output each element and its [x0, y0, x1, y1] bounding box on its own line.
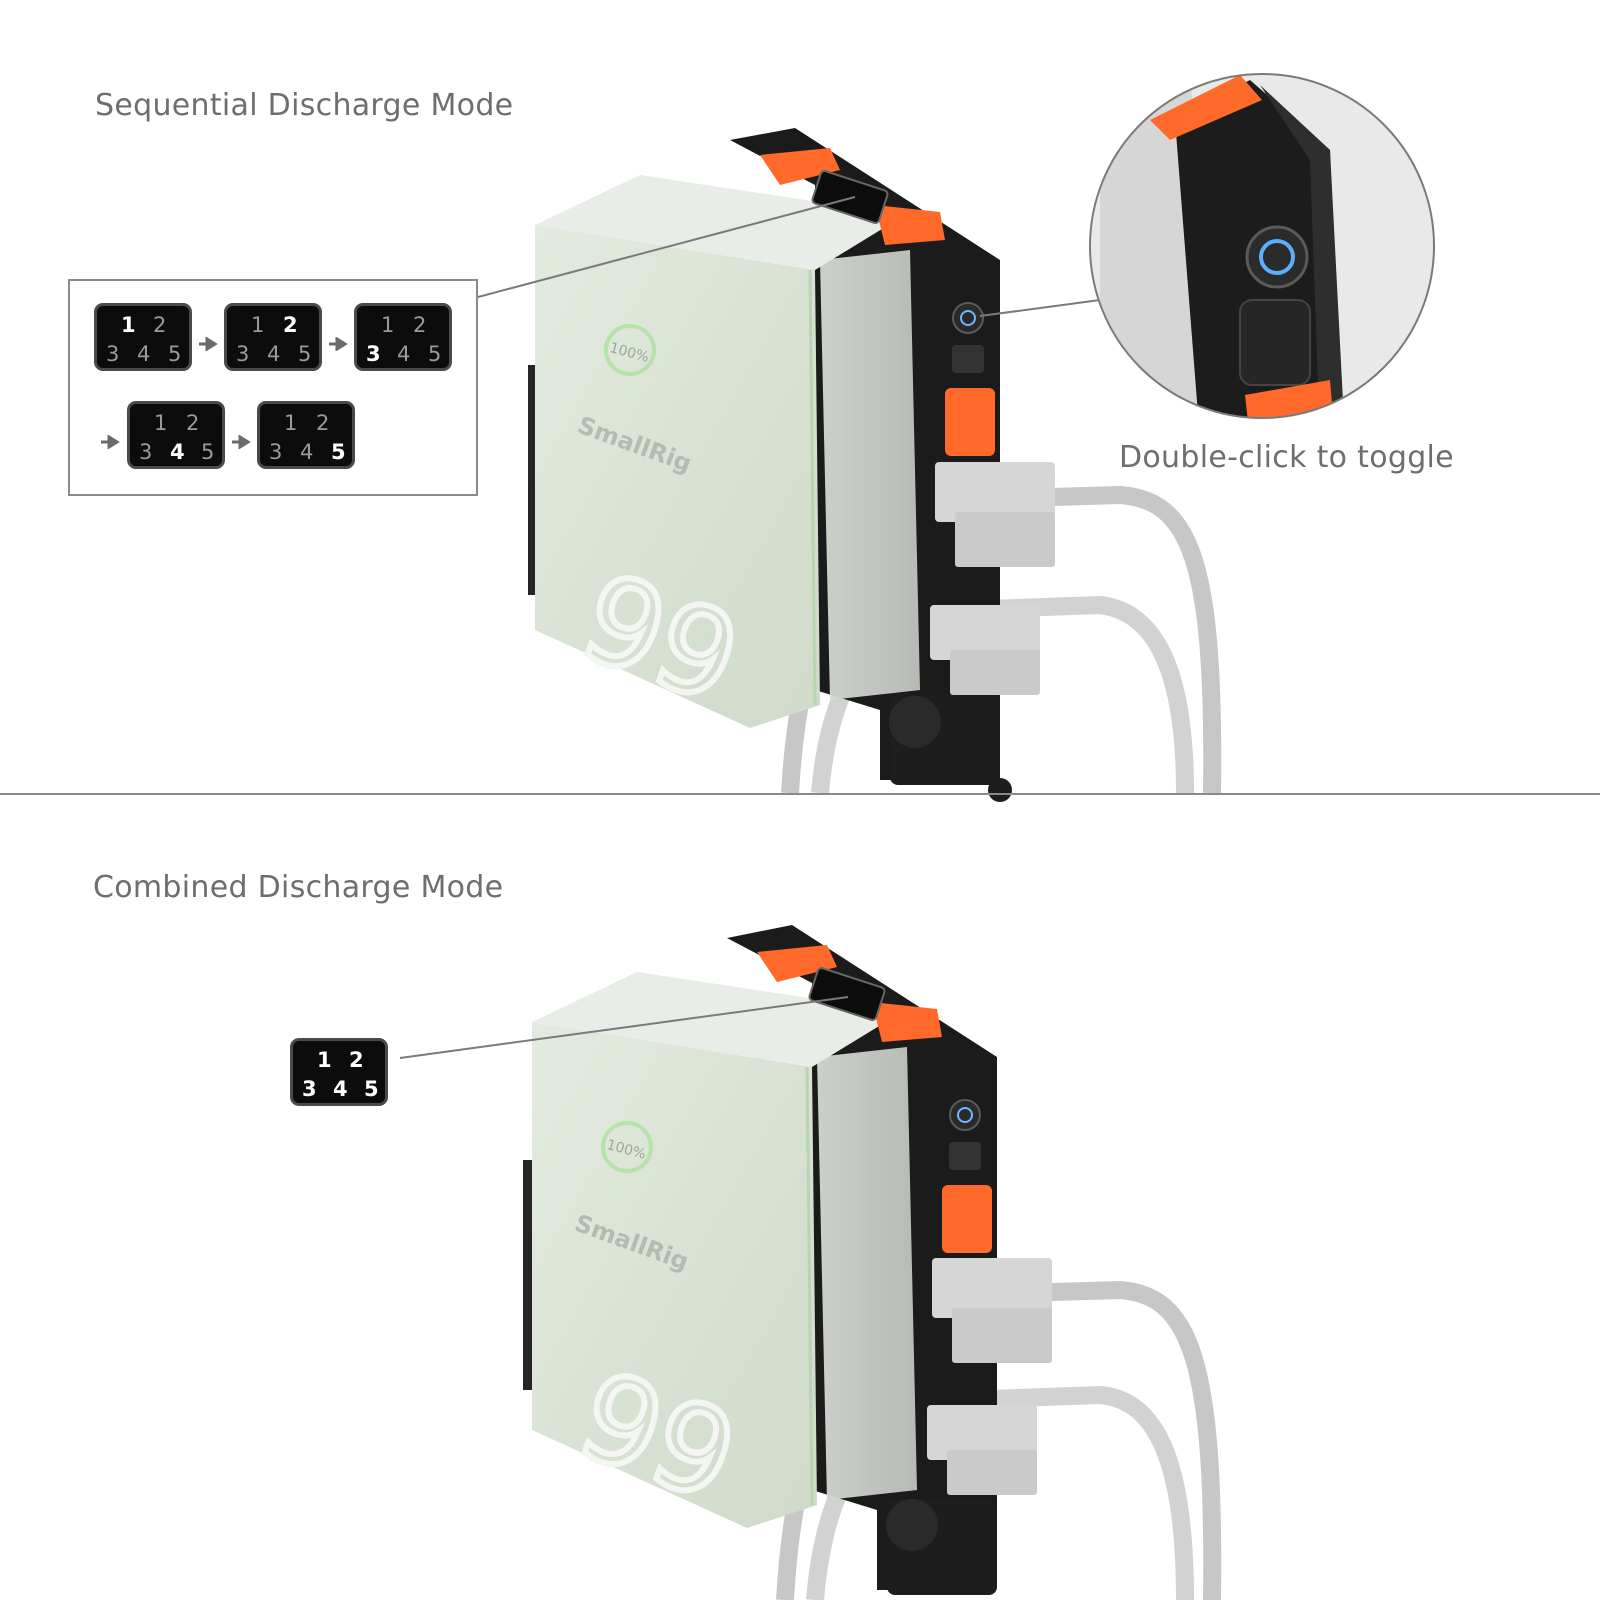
- battery-combined: 100% SmallRig 99: [523, 925, 1222, 1600]
- indicator-digit-4: 4: [333, 1077, 348, 1101]
- indicator-digit-4: 4: [137, 342, 151, 366]
- indicator-digit-2: 2: [413, 313, 427, 337]
- indicator-digit-1: 1: [251, 313, 265, 337]
- indicator-digit-1: 1: [317, 1048, 332, 1072]
- indicator-digit-1: 1: [154, 411, 168, 435]
- callout-line-button: [979, 299, 1101, 317]
- arrow-right-icon: [232, 435, 251, 449]
- indicator-digit-3: 3: [302, 1077, 317, 1101]
- indicator-digit-3: 3: [269, 440, 283, 464]
- indicator-digit-5: 5: [428, 342, 442, 366]
- indicator-digit-1: 1: [121, 313, 136, 337]
- indicator-digit-4: 4: [170, 440, 185, 464]
- indicator-digit-2: 2: [283, 313, 298, 337]
- combined-mode-title: Combined Discharge Mode: [93, 870, 504, 905]
- callout-line-combined: [399, 996, 849, 1059]
- indicator-digit-3: 3: [139, 440, 153, 464]
- indicator-digit-1: 1: [381, 313, 395, 337]
- arrow-right-icon: [101, 435, 120, 449]
- indicator-digit-3: 3: [366, 342, 381, 366]
- indicator-digit-3: 3: [236, 342, 250, 366]
- section-divider: [0, 793, 1600, 795]
- indicator-digit-1: 1: [284, 411, 298, 435]
- indicator-digit-2: 2: [153, 313, 167, 337]
- indicator-digit-5: 5: [168, 342, 182, 366]
- arrow-right-icon: [329, 337, 348, 351]
- indicator-digit-2: 2: [349, 1048, 364, 1072]
- indicator-digit-4: 4: [267, 342, 281, 366]
- indicator-digit-4: 4: [300, 440, 314, 464]
- indicator-digit-2: 2: [186, 411, 200, 435]
- toggle-caption: Double-click to toggle: [1119, 440, 1454, 475]
- zoom-detail-power-button: [1089, 73, 1435, 419]
- indicator-digit-5: 5: [201, 440, 215, 464]
- indicator-digit-5: 5: [298, 342, 312, 366]
- indicator-digit-3: 3: [106, 342, 120, 366]
- indicator-digit-5: 5: [364, 1077, 379, 1101]
- sequential-mode-title: Sequential Discharge Mode: [95, 88, 514, 123]
- arrow-right-icon: [199, 337, 218, 351]
- indicator-digit-5: 5: [331, 440, 346, 464]
- indicator-digit-4: 4: [397, 342, 411, 366]
- callout-line-display: [477, 196, 856, 298]
- indicator-digit-2: 2: [316, 411, 330, 435]
- battery-sequential: 100% SmallRig 99: [528, 128, 1222, 802]
